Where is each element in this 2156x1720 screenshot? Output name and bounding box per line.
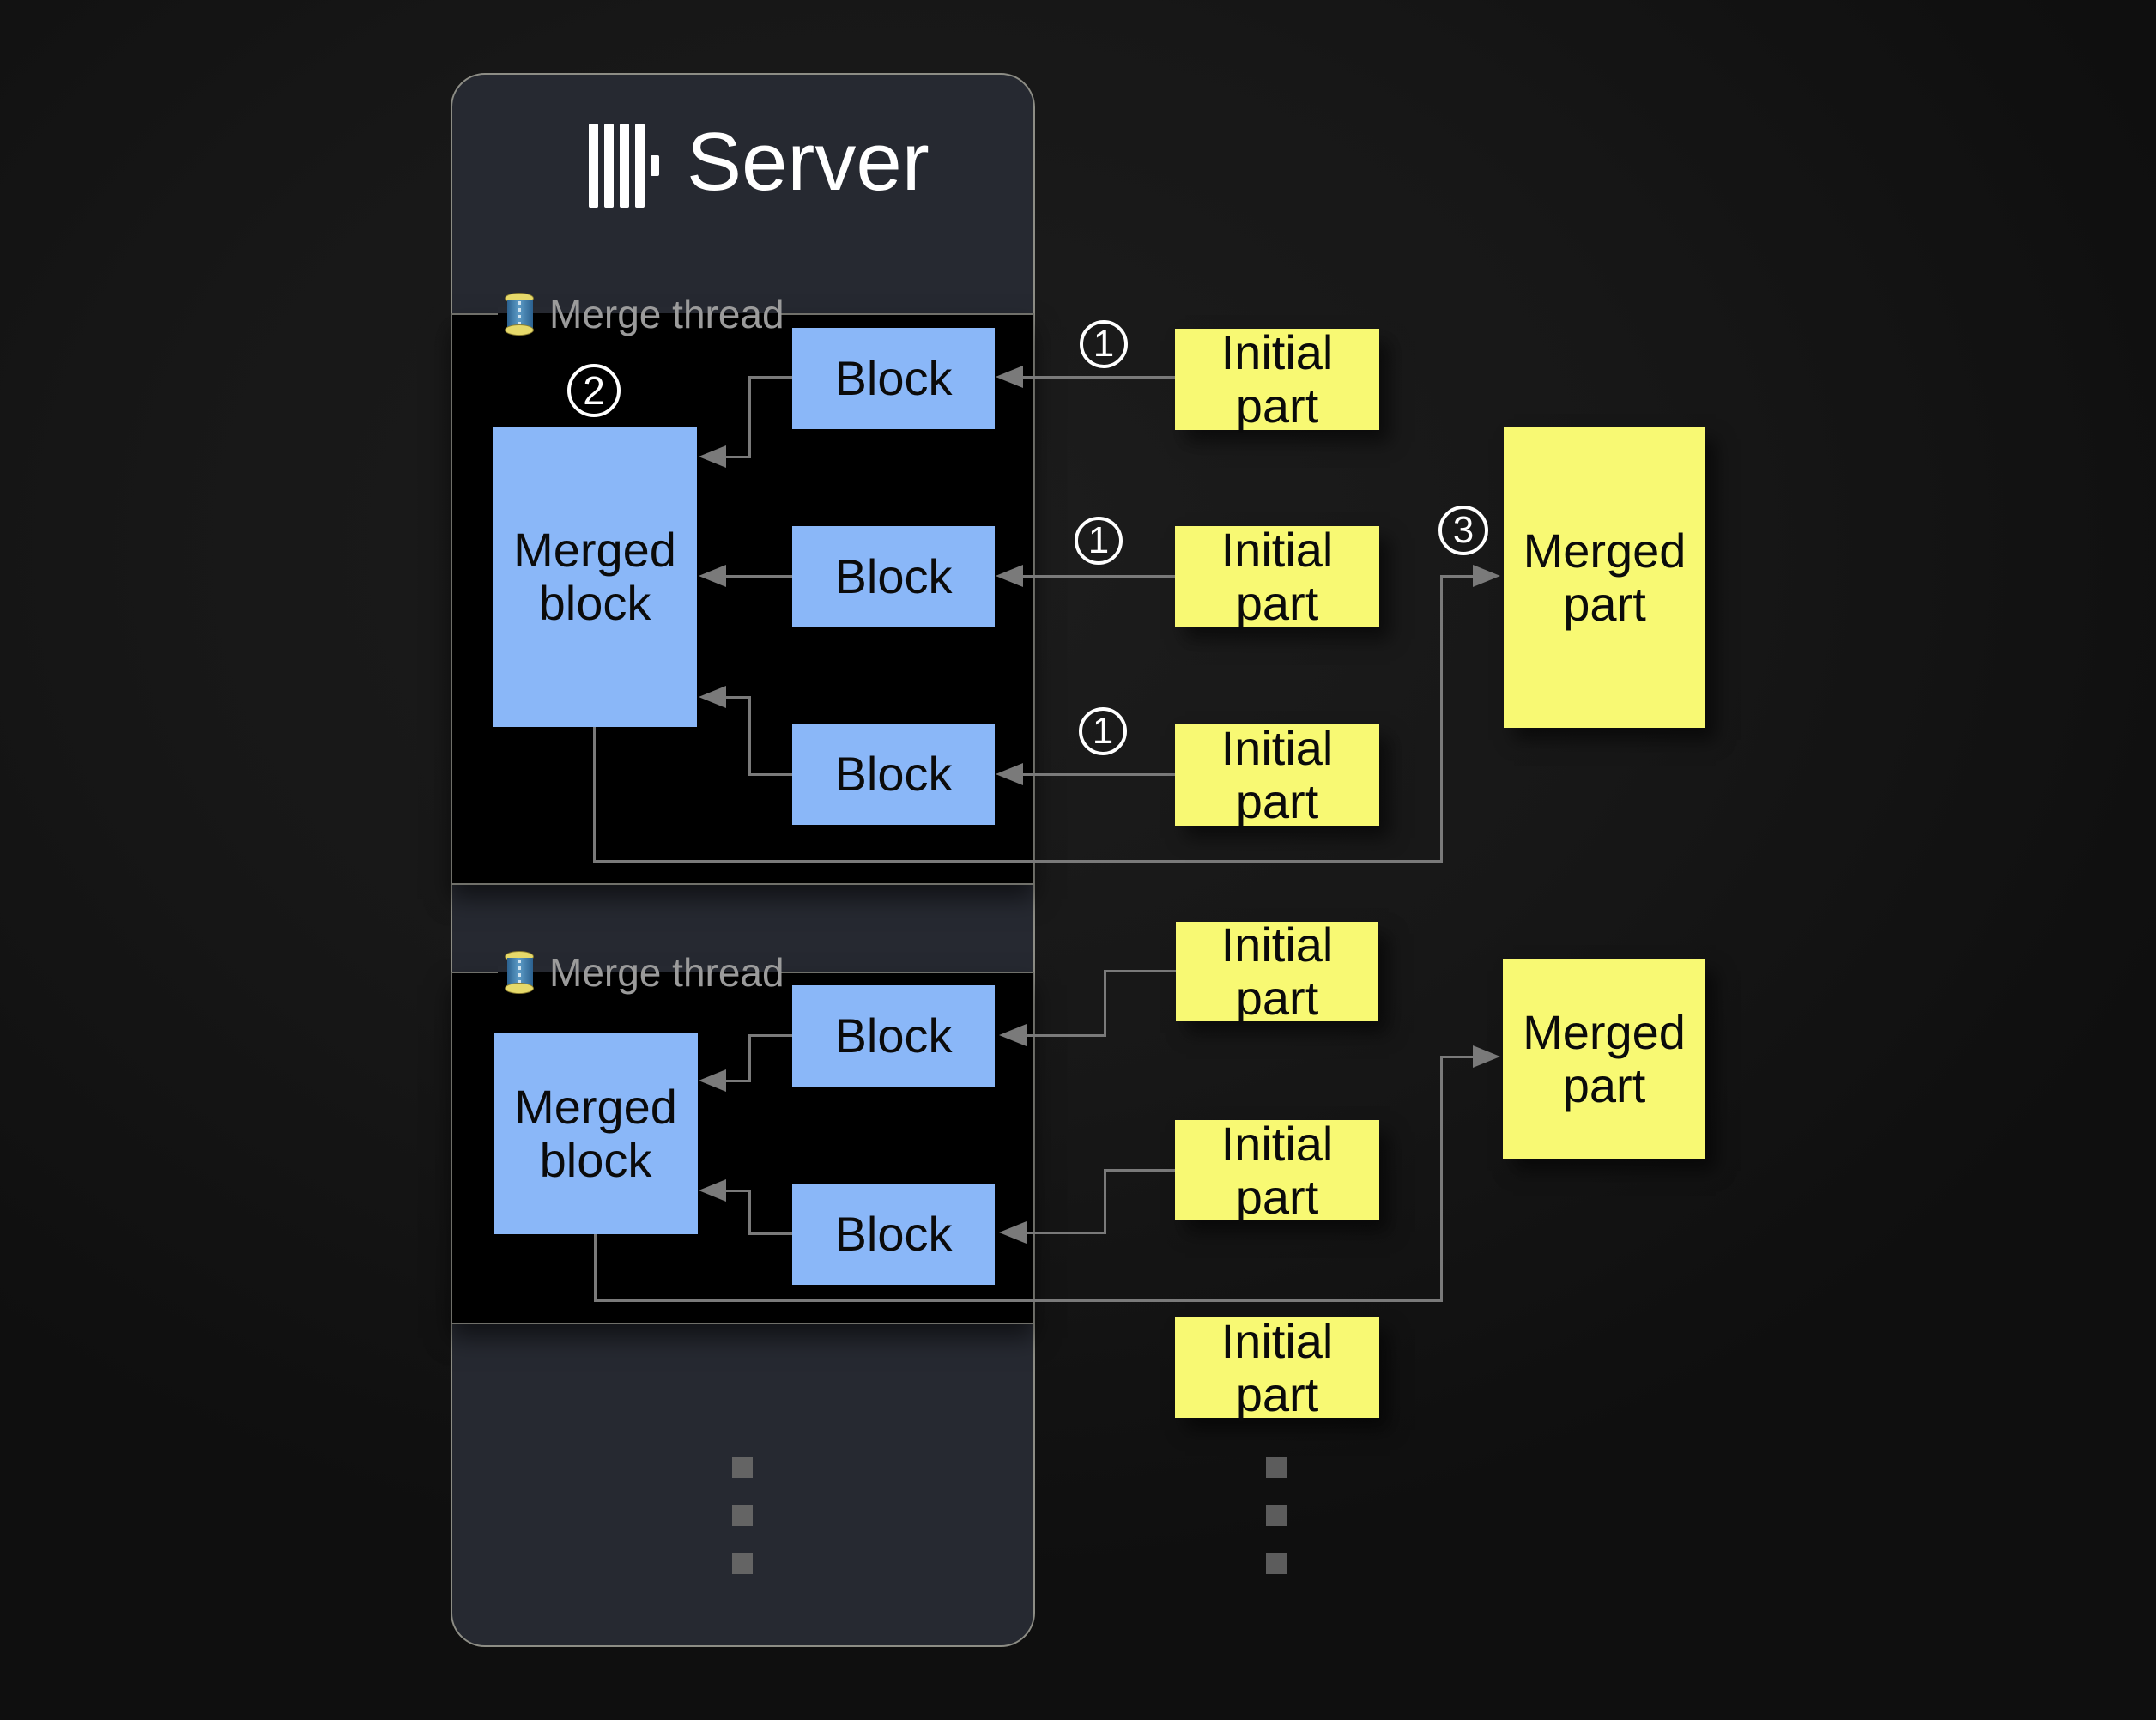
connector-block3-mb1 [726,696,751,699]
step-badge-1c: 1 [1079,707,1127,755]
arrowhead-ip4-block4 [999,1024,1027,1046]
arrowhead-mb1-mp1 [1473,565,1500,587]
connector-mb2-mp2 [1440,1056,1475,1058]
initial-part-box-5: Initial part [1175,1117,1379,1223]
block-box-2: Block [792,526,995,627]
connector-block3-mb1 [748,698,751,776]
legend-cover [498,307,781,313]
merged-block-box-2: Merged block [494,1033,698,1234]
arrowhead-block2-mb1 [699,565,726,587]
logo-bar [620,124,629,208]
connector-ip5-block5 [1027,1232,1106,1234]
server-title: Server [687,116,930,208]
logo-bar [635,124,645,208]
arrowhead-ip1-block1 [996,366,1023,388]
ellipsis-dot [732,1457,753,1478]
arrowhead-block3-mb1 [699,686,726,708]
initial-part-box-3: Initial part [1175,722,1379,828]
arrowhead-block5-mb2 [699,1179,726,1202]
connector-block4-mb2 [748,1034,792,1037]
ellipsis-dot [1266,1457,1287,1478]
step-badge-3: 3 [1438,506,1488,555]
logo-short-bar [651,155,659,176]
connector-block5-mb2 [748,1190,751,1235]
initial-part-box-6: Initial part [1175,1314,1379,1420]
connector-mb1-mp1 [593,860,1442,863]
thread-spool-icon [505,293,536,336]
block-box-1: Block [792,328,995,429]
arrowhead-mb2-mp2 [1473,1045,1500,1068]
arrowhead-block4-mb2 [699,1069,726,1092]
step-badge-1a: 1 [1080,320,1128,368]
merged-part-box-1: Merged part [1504,427,1705,728]
block-box-5: Block [792,1184,995,1285]
connector-ip2-block2 [1023,575,1175,578]
arrowhead-ip3-block3 [996,763,1023,785]
connector-block3-mb1 [748,773,792,776]
connector-block4-mb2 [726,1080,751,1082]
ellipsis-dot [1266,1553,1287,1574]
connector-mb2-mp2 [594,1234,597,1302]
connector-block5-mb2 [748,1232,792,1235]
arrowhead-block1-mb1 [699,445,726,468]
connector-block2-mb1 [726,575,792,578]
connector-block1-mb1 [748,376,792,379]
legend-cover [498,313,781,320]
connector-ip5-block5 [1104,1169,1106,1233]
legend-cover [498,972,781,978]
connector-mb1-mp1 [593,727,596,863]
merged-block-box-1: Merged block [493,427,697,727]
connector-ip3-block3 [1023,773,1175,776]
merge-thread-label-2: Merge thread [549,950,784,995]
initial-part-box-1: Initial part [1175,326,1379,433]
logo-bar [589,124,598,208]
connector-ip5-block5 [1105,1169,1176,1172]
ellipsis-dot [732,1505,753,1526]
connector-block5-mb2 [726,1190,751,1192]
connector-mb2-mp2 [594,1299,1442,1302]
merge-thread-label-1: Merge thread [549,292,784,336]
step-badge-2: 2 [567,364,621,417]
connector-mb1-mp1 [1440,577,1443,863]
connector-block1-mb1 [726,456,751,458]
ellipsis-dot [1266,1505,1287,1526]
legend-cover [498,966,781,972]
connector-ip4-block4 [1027,1034,1106,1037]
logo-bar [604,124,614,208]
connector-ip1-block1 [1023,376,1175,379]
block-box-3: Block [792,724,995,825]
step-badge-1b: 1 [1075,517,1123,565]
connector-block1-mb1 [748,376,751,457]
arrowhead-ip5-block5 [999,1221,1027,1244]
block-box-4: Block [792,985,995,1087]
arrowhead-ip2-block2 [996,565,1023,587]
connector-mb1-mp1 [1440,575,1475,578]
initial-part-box-4: Initial part [1176,918,1378,1025]
connector-ip4-block4 [1104,970,1106,1036]
merged-part-box-2: Merged part [1503,959,1705,1159]
connector-mb2-mp2 [1440,1057,1443,1302]
connector-ip4-block4 [1105,970,1176,972]
ellipsis-dot [732,1553,753,1574]
clickhouse-logo-icon [589,124,666,208]
initial-part-box-2: Initial part [1175,524,1379,630]
thread-spool-icon [505,951,536,994]
connector-block4-mb2 [748,1034,751,1082]
